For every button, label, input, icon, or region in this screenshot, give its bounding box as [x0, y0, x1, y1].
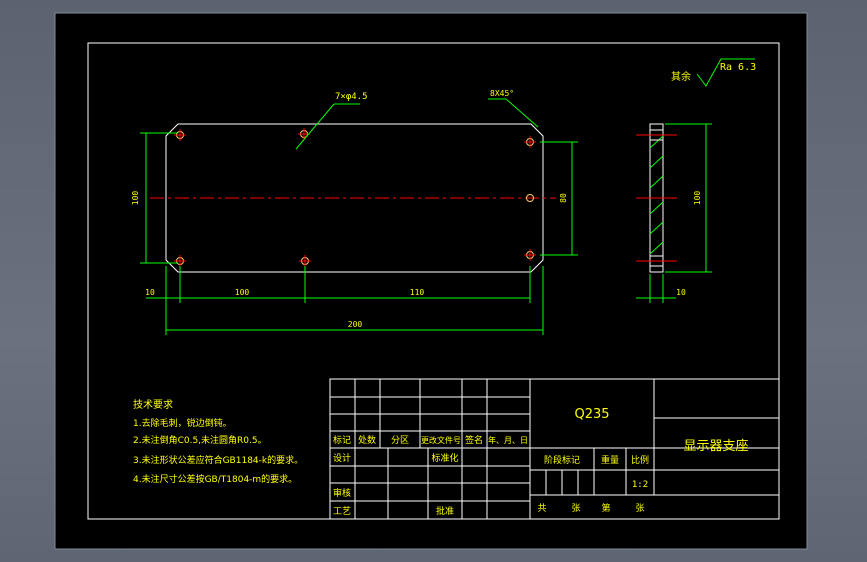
row-design-label: 设计 [333, 452, 351, 464]
row-review-label: 审核 [333, 487, 351, 499]
material-label: Q235 [574, 407, 609, 422]
header-label: 签名 [465, 434, 483, 446]
row-process-label: 工艺 [333, 506, 351, 517]
surface-finish-prefix: 其余 [671, 70, 691, 83]
side-view: 100 10 [636, 123, 712, 303]
surface-finish-symbol: 其余 Ra 6.3 [671, 58, 756, 87]
row-approve-label: 批准 [436, 505, 454, 517]
plate-outline [165, 123, 544, 273]
tech-requirement-item: 1.去除毛刺，锐边倒钝。 [133, 417, 232, 429]
scale-value: 1:2 [632, 480, 648, 490]
sheet-no-unit: 张 [635, 503, 644, 514]
header-label: 年、月、日 [488, 435, 528, 445]
part-name-label: 显示器支座 [683, 439, 748, 454]
dim-offset-left-label: 10 [145, 288, 155, 297]
tech-requirements: 技术要求 1.去除毛刺，锐边倒钝。 2.未注倒角C0.5,未注圆角R0.5。 3… [133, 398, 303, 485]
dim-side-thickness-label: 10 [676, 288, 686, 297]
title-block [329, 378, 780, 520]
dim-left-height-label: 100 [131, 191, 140, 206]
header-label: 处数 [358, 434, 376, 446]
header-label: 更改文件号 [421, 435, 461, 445]
header-label: 标记 [333, 434, 351, 446]
chamfer-spec-label: 8X45° [490, 89, 514, 98]
dim-right-height-label: 80 [559, 193, 568, 203]
tech-requirement-item: 4.未注尺寸公差按GB/T1804-m的要求。 [133, 473, 297, 485]
front-view: 7×φ4.5 8X45° 100 80 10 100 110 20 [131, 89, 578, 335]
dim-left-height [140, 132, 178, 264]
dim-bottom-chain [146, 266, 544, 335]
tech-requirements-title: 技术要求 [133, 398, 173, 411]
dim-side-height [636, 123, 712, 303]
scale-label: 比例 [631, 454, 649, 466]
dim-span-right-label: 110 [410, 288, 425, 297]
sheet-no-label: 第 [601, 502, 610, 514]
hole-spec-label: 7×φ4.5 [335, 92, 368, 102]
dim-right-height [540, 141, 578, 256]
hole [526, 194, 534, 202]
dim-overall-width-label: 200 [348, 320, 363, 329]
roughness-icon [696, 58, 755, 87]
dim-span-left-label: 100 [235, 288, 250, 297]
surface-finish-value: Ra 6.3 [720, 62, 756, 73]
stage-mark-label: 阶段标记 [544, 454, 580, 466]
title-block-header: 标记 处数 分区 更改文件号 签名 年、月、日 [333, 434, 528, 446]
dim-side-height-label: 100 [693, 191, 702, 206]
tech-requirement-item: 2.未注倒角C0.5,未注圆角R0.5。 [133, 434, 267, 446]
weight-label: 重量 [601, 454, 619, 466]
drawing-background [54, 12, 808, 550]
sheet-total-unit: 张 [571, 503, 580, 514]
sheet-total-label: 共 [537, 503, 546, 514]
row-standard-label: 标准化 [431, 452, 458, 464]
header-label: 分区 [391, 435, 409, 446]
tech-requirement-item: 3.未注形状公差应符合GB1184-k的要求。 [133, 454, 303, 466]
